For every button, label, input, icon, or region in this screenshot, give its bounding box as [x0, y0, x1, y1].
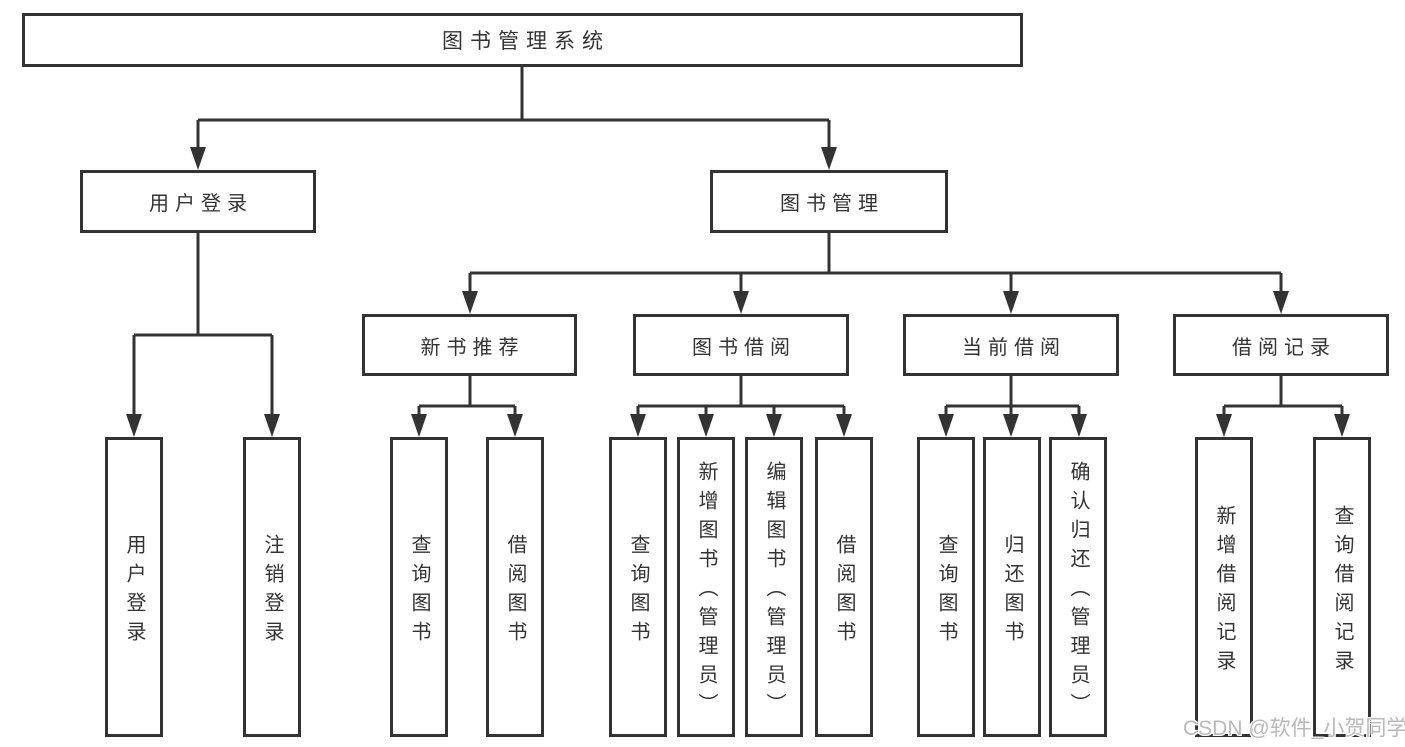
node-borrow-record: 借阅记录	[1173, 314, 1389, 376]
node-edit-book-admin: 编辑图书（管理员）	[745, 437, 803, 737]
node-add-book-admin: 新增图书（管理员）	[677, 437, 735, 737]
arrowhead-icon	[766, 414, 782, 437]
connector-new-book-children	[411, 376, 523, 437]
node-return-book: 归还图书	[983, 437, 1041, 737]
node-label: 图书借阅	[692, 336, 796, 359]
arrowhead-icon	[733, 291, 749, 314]
node-label: 用户登录	[149, 193, 253, 215]
arrowhead-icon	[1334, 414, 1350, 437]
connector-book-borrow-children	[630, 376, 852, 437]
connector-root-to-level2	[190, 67, 837, 170]
node-user-login: 用户登录	[80, 170, 316, 233]
node-add-borrow-record: 新增借阅记录	[1195, 437, 1253, 737]
connector-line	[196, 67, 831, 150]
node-label: 归还图书	[1001, 533, 1023, 650]
arrowhead-icon	[1003, 291, 1019, 314]
node-label: 用户登录	[123, 533, 145, 650]
node-borrow-book-a: 借阅图书	[486, 437, 544, 737]
node-label: 借阅记录	[1232, 336, 1336, 359]
connector-user-login-children	[126, 233, 280, 437]
node-label: 查询图书	[627, 533, 649, 650]
connector-line	[944, 376, 1081, 417]
node-borrow-book-b: 借阅图书	[815, 437, 873, 737]
arrowhead-icon	[938, 414, 954, 437]
node-logout: 注销登录	[243, 437, 301, 737]
connector-book-mgmt-children	[462, 233, 1289, 314]
arrowhead-icon	[507, 414, 523, 437]
node-query-borrow-record: 查询借阅记录	[1313, 437, 1371, 737]
node-query-book-c: 查询图书	[917, 437, 975, 737]
arrowhead-icon	[190, 147, 206, 170]
node-current-borrow: 当前借阅	[903, 314, 1119, 376]
node-book-mgmt: 图书管理	[710, 170, 948, 233]
node-label: 查询图书	[408, 533, 430, 650]
node-query-book-b: 查询图书	[609, 437, 667, 737]
node-label: 新增图书（管理员）	[695, 461, 717, 722]
node-label: 编辑图书（管理员）	[763, 461, 785, 722]
node-root-system: 图书管理系统	[22, 13, 1023, 67]
arrowhead-icon	[264, 414, 280, 437]
arrowhead-icon	[630, 414, 646, 437]
connector-current-borrow-children	[938, 376, 1087, 437]
arrowhead-icon	[1216, 414, 1232, 437]
arrowhead-icon	[821, 147, 837, 170]
node-label: 借阅图书	[833, 533, 855, 650]
connector-line	[132, 233, 274, 417]
node-label: 确认归还（管理员）	[1067, 461, 1089, 722]
connector-line	[636, 376, 846, 417]
node-confirm-return-admin: 确认归还（管理员）	[1049, 437, 1107, 737]
arrowhead-icon	[1071, 414, 1087, 437]
watermark: CSDN @软件_小贺同学	[1183, 717, 1405, 740]
connector-line	[1222, 376, 1344, 417]
node-label: 图书管理系统	[442, 30, 610, 53]
node-user-login-leaf: 用户登录	[105, 437, 163, 737]
arrowhead-icon	[836, 414, 852, 437]
connector-line	[417, 376, 517, 417]
node-label: 借阅图书	[504, 533, 526, 650]
node-label: 查询借阅记录	[1331, 504, 1353, 679]
node-label: 新书推荐	[420, 336, 525, 359]
node-label: 图书管理	[780, 193, 884, 215]
arrowhead-icon	[698, 414, 714, 437]
node-query-book-a: 查询图书	[390, 437, 448, 737]
node-label: 当前借阅	[962, 336, 1066, 359]
arrowhead-icon	[411, 414, 427, 437]
arrowhead-icon	[1003, 414, 1019, 437]
connector-line	[468, 233, 1283, 294]
arrowhead-icon	[126, 414, 142, 437]
arrowhead-icon	[1273, 291, 1289, 314]
arrowhead-icon	[462, 291, 478, 314]
node-label: 查询图书	[935, 533, 957, 650]
node-label: 注销登录	[261, 533, 283, 650]
node-new-book-recommend: 新书推荐	[362, 314, 577, 376]
connector-borrow-record-children	[1216, 376, 1350, 437]
node-label: 新增借阅记录	[1213, 504, 1235, 679]
node-book-borrow: 图书借阅	[633, 314, 849, 376]
